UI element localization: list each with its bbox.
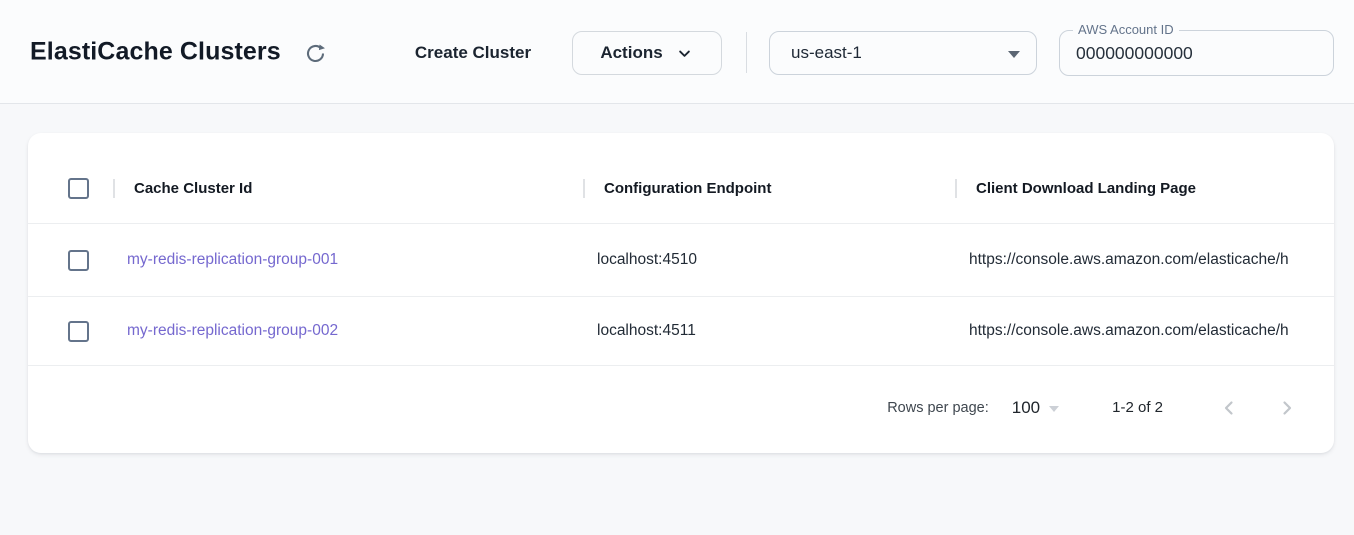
- landing-page-value: https://console.aws.amazon.com/elasticac…: [969, 322, 1289, 339]
- header-divider: [746, 32, 747, 73]
- column-header-cache-cluster-id[interactable]: Cache Cluster Id: [134, 179, 253, 197]
- select-all-checkbox[interactable]: [68, 177, 89, 199]
- aws-account-id-field: AWS Account ID: [1059, 22, 1334, 76]
- dropdown-caret-icon: [1008, 51, 1020, 58]
- region-select-value: us-east-1: [791, 43, 862, 62]
- column-separator: [583, 178, 585, 198]
- rows-per-page-value: 100: [1011, 397, 1041, 417]
- configuration-endpoint-value: localhost:4511: [597, 322, 696, 339]
- table-row: my-redis-replication-group-002 localhost…: [28, 297, 1334, 366]
- region-select[interactable]: us-east-1: [769, 31, 1037, 75]
- aws-account-id-input[interactable]: [1060, 31, 1333, 75]
- column-header-client-download-landing-page[interactable]: Client Download Landing Page: [976, 179, 1197, 197]
- landing-page-value: https://console.aws.amazon.com/elasticac…: [969, 251, 1289, 268]
- configuration-endpoint-value: localhost:4510: [597, 251, 697, 268]
- rows-per-page-select[interactable]: 100: [1011, 397, 1060, 418]
- chevron-right-icon: [1275, 396, 1299, 420]
- cluster-id-link[interactable]: my-redis-replication-group-002: [127, 322, 339, 339]
- refresh-button[interactable]: [302, 41, 328, 67]
- app-header: ElastiCache Clusters Create Cluster Acti…: [0, 0, 1354, 104]
- table-pagination: Rows per page: 100 1-2 of 2: [28, 366, 1334, 449]
- table-row: my-redis-replication-group-001 localhost…: [28, 224, 1334, 297]
- previous-page-button[interactable]: [1215, 394, 1243, 422]
- actions-button-label: Actions: [600, 43, 663, 62]
- create-cluster-button[interactable]: Create Cluster: [405, 31, 541, 75]
- clusters-table-card: Cache Cluster Id Configuration Endpoint …: [28, 133, 1334, 453]
- aws-account-id-label: AWS Account ID: [1073, 22, 1179, 37]
- chevron-down-icon: [675, 44, 694, 63]
- column-separator: [955, 178, 957, 198]
- rows-per-page-label: Rows per page:: [887, 399, 989, 416]
- column-separator: [113, 178, 115, 198]
- next-page-button[interactable]: [1273, 394, 1301, 422]
- actions-button[interactable]: Actions: [572, 31, 722, 75]
- page-title: ElastiCache Clusters: [30, 37, 281, 65]
- dropdown-caret-icon: [1049, 406, 1060, 412]
- table-header-row: Cache Cluster Id Configuration Endpoint …: [28, 153, 1334, 224]
- column-header-configuration-endpoint[interactable]: Configuration Endpoint: [604, 179, 772, 197]
- row-checkbox[interactable]: [68, 320, 89, 342]
- refresh-icon: [303, 44, 328, 69]
- chevron-left-icon: [1217, 396, 1241, 420]
- row-checkbox[interactable]: [68, 249, 89, 271]
- cluster-id-link[interactable]: my-redis-replication-group-001: [127, 251, 339, 268]
- pagination-range-label: 1-2 of 2: [1112, 399, 1163, 416]
